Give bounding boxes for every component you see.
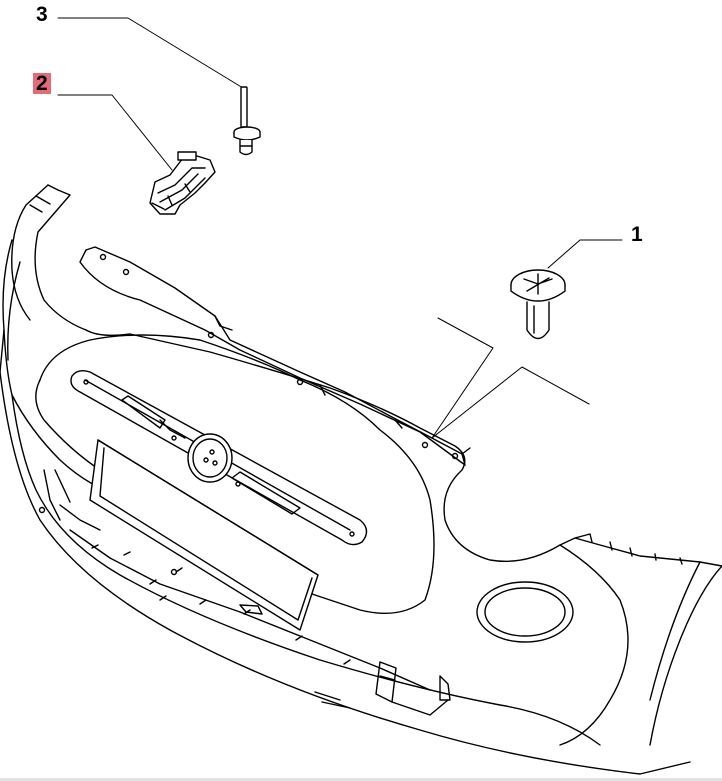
upper-grille-slot: [70, 369, 368, 546]
leader-line-3: [57, 17, 244, 89]
callout-1[interactable]: 1: [631, 223, 643, 246]
emblem: [187, 433, 233, 483]
front-bumper: [0, 184, 722, 775]
grille-recess: [39, 334, 435, 615]
left-wheel-arch: [34, 184, 87, 331]
fog-lamp-recess: [476, 581, 574, 643]
leader-lines: [57, 17, 623, 439]
bracket-icon: [149, 151, 216, 215]
callout-2[interactable]: 2: [33, 73, 51, 94]
push-rivet-clip-icon: [510, 269, 566, 340]
leader-line-clip-a: [431, 317, 494, 439]
leader-line-1: [547, 239, 623, 269]
bottom-divider: [0, 778, 722, 781]
leader-line-clip-b: [431, 366, 590, 439]
bumper-face: [85, 329, 722, 567]
leader-line-2: [57, 94, 173, 171]
bumper-top-edge: [85, 246, 466, 466]
pin-clip-icon: [233, 86, 261, 156]
callout-3[interactable]: 3: [36, 3, 48, 26]
